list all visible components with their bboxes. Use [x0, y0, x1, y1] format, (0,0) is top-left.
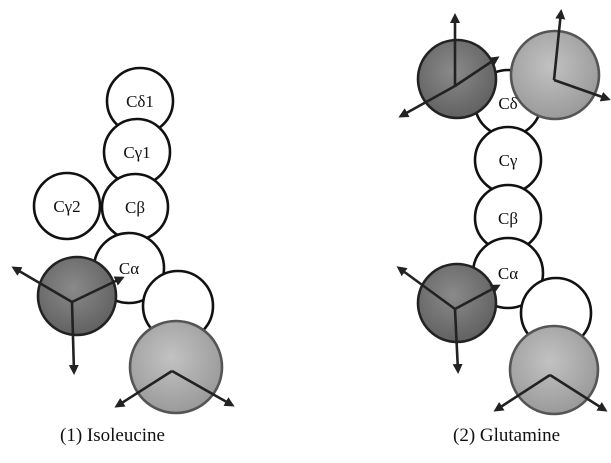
isoleucine-label-calpha: Cα [119, 259, 139, 278]
glutamine-arrow-9 [493, 373, 551, 412]
isoleucine-label-cgamma1: Cγ1 [123, 143, 150, 162]
isoleucine-sphere-dark [36, 255, 118, 337]
isoleucine-arrow-1 [11, 266, 73, 304]
glutamine-label-calpha: Cα [498, 264, 518, 283]
isoleucine-atom-cgamma2 [32, 171, 102, 241]
glutamine-arrow-8 [452, 308, 463, 374]
glutamine-arrow-5 [553, 78, 611, 102]
glutamine-panel: Cδ Cγ Cβ Cα [396, 9, 611, 416]
isoleucine-label-cdelta1: Cδ1 [126, 92, 154, 111]
isoleucine-arrow-3 [68, 301, 79, 375]
isoleucine-caption: (1) Isoleucine [60, 425, 165, 446]
isoleucine-panel: Cδ1 Cγ1 Cγ2 Cβ Cα [11, 66, 235, 415]
glutamine-arrow-6 [396, 266, 456, 311]
glutamine-label-cbeta: Cβ [498, 209, 518, 228]
glutamine-sphere-light-bottom [508, 324, 600, 416]
isoleucine-label-cgamma2: Cγ2 [53, 197, 80, 216]
isoleucine-arrow-5 [171, 369, 235, 407]
glutamine-label-cdelta: Cδ [498, 94, 517, 113]
glutamine-arrow-10 [549, 373, 608, 412]
isoleucine-sphere-light [128, 319, 224, 415]
isoleucine-arrow-4 [114, 369, 173, 408]
glutamine-caption: (2) Glutamine [453, 425, 561, 446]
glutamine-arrow-2 [398, 84, 456, 118]
glutamine-arrow-3 [454, 56, 500, 88]
isoleucine-arrow-2 [71, 276, 125, 304]
isoleucine-label-cbeta: Cβ [125, 198, 145, 217]
glutamine-arrow-7 [454, 284, 501, 311]
glutamine-label-cgamma: Cγ [499, 151, 518, 170]
glutamine-arrow-4 [552, 9, 566, 81]
glutamine-sphere-dark-top [416, 38, 498, 120]
